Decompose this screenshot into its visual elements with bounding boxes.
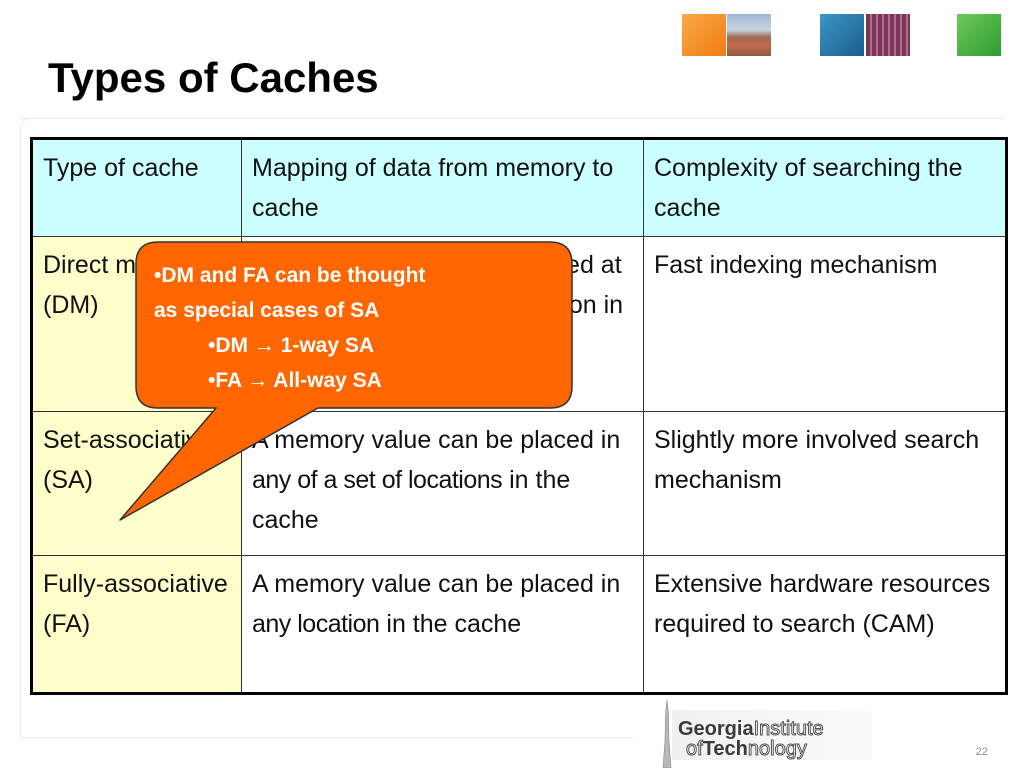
- campus-photo-thumbnail: [727, 14, 771, 56]
- mapping-emphasis: any location: [252, 610, 380, 638]
- cell-mapping: A memory value can be placed in any of a…: [241, 411, 644, 556]
- logo-line-1: GeorgiaInstitute: [678, 718, 824, 741]
- slide-number: 22: [975, 746, 988, 758]
- callout-line: •DM and FA can be thought: [154, 264, 426, 287]
- table-row: Set-associative (SA) A memory value can …: [31, 411, 1007, 556]
- callout-line: as special cases of SA: [154, 299, 380, 322]
- tech-tower-icon: [662, 700, 672, 768]
- logo-line-2: ofTechnology: [686, 738, 808, 761]
- slide-frame-left: [20, 118, 31, 738]
- header-cell-complexity: Complexity of searching the cache: [643, 138, 1007, 237]
- cell-mapping: A memory value can be placed in any loca…: [241, 555, 644, 694]
- orange-square-thumbnail: [682, 14, 726, 56]
- logo-word-of: of: [686, 738, 704, 761]
- circuit-photo-thumbnail: [866, 14, 910, 56]
- header-cell-type: Type of cache: [31, 138, 242, 237]
- mapping-text: A memory value can be placed in: [252, 570, 621, 598]
- cache-types-table: Type of cache Mapping of data from memor…: [30, 137, 1008, 695]
- logo-word-georgia: Georgia: [678, 718, 754, 740]
- cell-complexity: Slightly more involved search mechanism: [643, 411, 1007, 556]
- logo-word-tech: Tech: [702, 738, 748, 760]
- georgia-tech-logo: GeorgiaInstitute ofTechnology: [650, 700, 890, 768]
- cell-type: Fully-associative (FA): [31, 555, 242, 694]
- callout-line-sub: •FA → All-way SA: [208, 369, 382, 392]
- slide-frame-bottom: [20, 737, 634, 738]
- cell-type: Set-associative (SA): [31, 411, 242, 556]
- header-cell-mapping: Mapping of data from memory to cache: [241, 138, 644, 237]
- cell-complexity: Extensive hardware resources required to…: [643, 555, 1007, 694]
- mapping-text: A memory value can be placed in: [252, 426, 621, 454]
- mapping-emphasis: any of a set of locations: [252, 466, 503, 494]
- callout-text: •DM and FA can be thought as special cas…: [154, 258, 554, 398]
- mapping-text-end: in the cache: [386, 610, 522, 638]
- callout-line-sub: •DM → 1-way SA: [208, 334, 375, 357]
- cell-complexity: Fast indexing mechanism: [643, 236, 1007, 412]
- green-square-thumbnail: [957, 14, 1001, 56]
- logo-word-institute: Institute: [753, 718, 824, 741]
- table-row: Fully-associative (FA) A memory value ca…: [31, 555, 1007, 694]
- blue-square-thumbnail: [820, 14, 864, 56]
- slide-frame-top: [20, 118, 1004, 119]
- logo-background: [672, 710, 872, 760]
- table-header-row: Type of cache Mapping of data from memor…: [31, 138, 1007, 237]
- slide-title: Types of Caches: [48, 54, 379, 101]
- logo-word-nology: nology: [747, 738, 807, 761]
